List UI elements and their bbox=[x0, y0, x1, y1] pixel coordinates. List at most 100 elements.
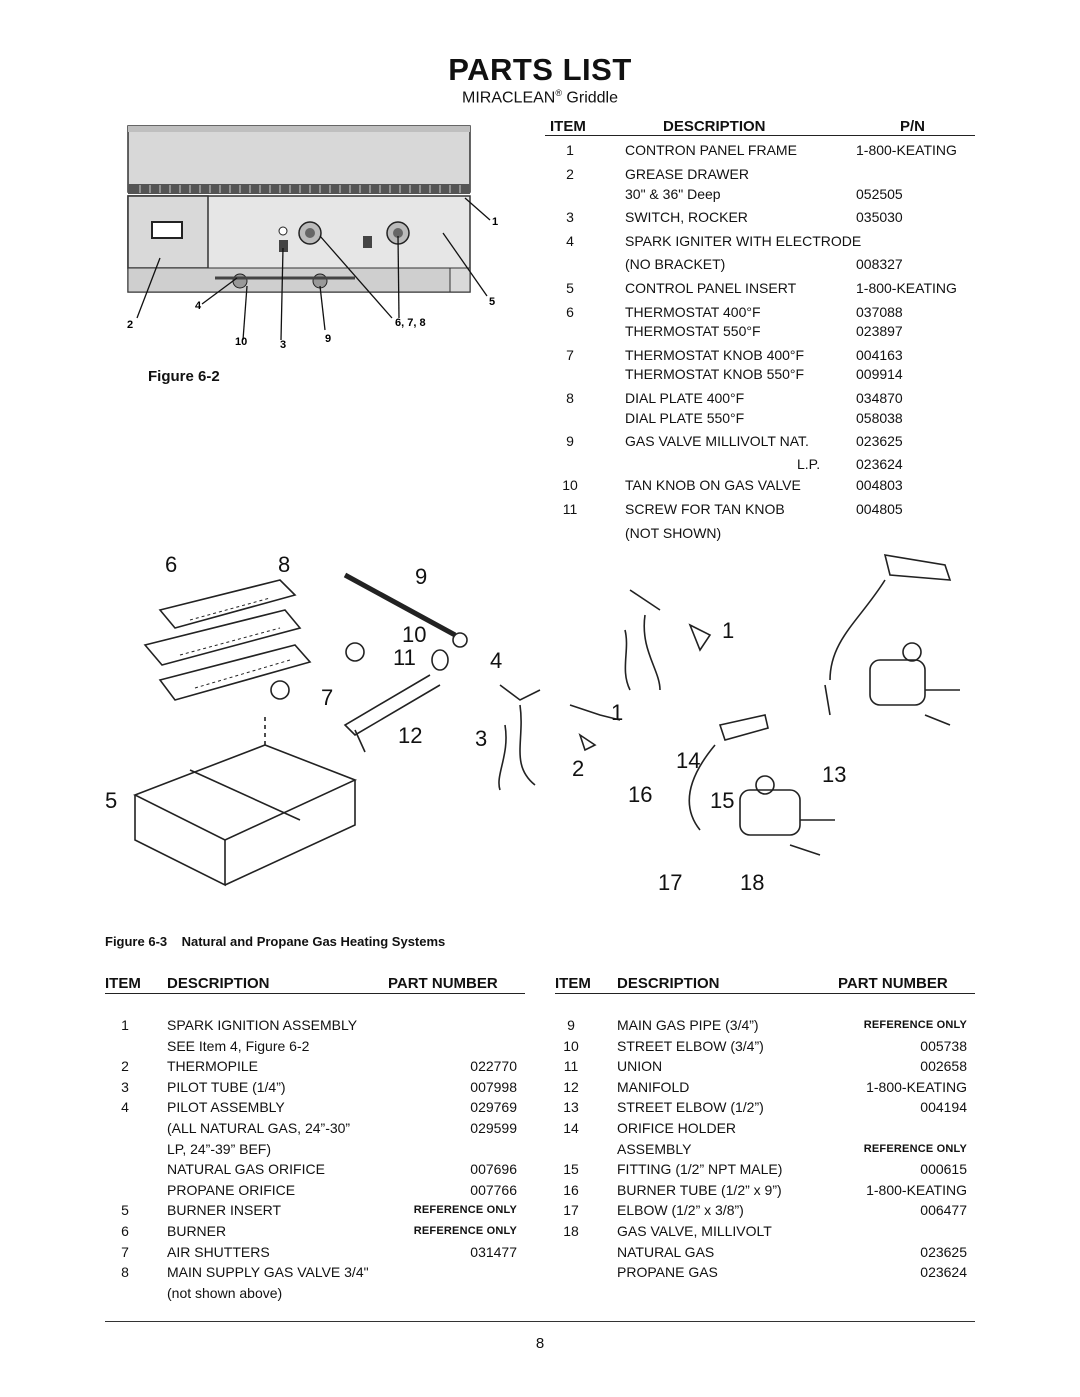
item-number: 2 bbox=[566, 166, 574, 182]
item-number: 7 bbox=[566, 347, 574, 363]
part-number: 037088 bbox=[856, 304, 903, 320]
part-number: 009914 bbox=[856, 366, 903, 382]
part-number: 035030 bbox=[856, 209, 903, 225]
page-title: PARTS LIST bbox=[448, 52, 632, 87]
figure-6-3-caption: Figure 6-3 Natural and Propane Gas Heati… bbox=[105, 934, 445, 949]
item-description: TAN KNOB ON GAS VALVE bbox=[625, 477, 801, 493]
item-description: GAS VALVE MILLIVOLT NAT. bbox=[625, 433, 809, 449]
item-number: 15 bbox=[563, 1161, 579, 1178]
item-description: MAIN SUPPLY GAS VALVE 3/4" bbox=[167, 1264, 369, 1281]
right-table-header-description: DESCRIPTION bbox=[617, 975, 720, 992]
part-number: 023625 bbox=[920, 1243, 967, 1260]
item-description: CONTROL PANEL INSERT bbox=[625, 280, 797, 296]
item-number: 11 bbox=[562, 501, 578, 517]
figure-6-3-label: Figure 6-3 bbox=[105, 934, 168, 949]
item-number: 13 bbox=[563, 1099, 579, 1116]
footer-rule bbox=[105, 1321, 975, 1322]
item-number: 3 bbox=[566, 209, 574, 225]
fig2-callout-4: 4 bbox=[195, 300, 202, 312]
item-description: SEE Item 4, Figure 6-2 bbox=[167, 1037, 310, 1054]
part-number: 006477 bbox=[920, 1202, 967, 1219]
part-number: 1-800-KEATING bbox=[856, 142, 957, 158]
part-number: 023624 bbox=[856, 456, 903, 472]
item-number: 7 bbox=[121, 1243, 129, 1260]
fig2-callout-1: 1 bbox=[492, 216, 498, 228]
table-row: 3 SWITCH, ROCKER 035030 bbox=[0, 209, 1080, 227]
item-description: (NOT SHOWN) bbox=[625, 525, 722, 541]
item-number: 5 bbox=[566, 280, 574, 296]
fig3-callout-10: 10 bbox=[402, 622, 426, 647]
fig3-callout-16: 16 bbox=[628, 782, 652, 807]
fig2-callout-2: 2 bbox=[127, 319, 133, 331]
part-number: 008327 bbox=[856, 256, 903, 272]
item-description: THERMOSTAT KNOB 550°F bbox=[625, 366, 805, 382]
reference-only-label: REFERENCE ONLY bbox=[413, 1204, 517, 1217]
item-description: (not shown above) bbox=[167, 1284, 283, 1301]
fig2-callout-5: 5 bbox=[489, 296, 495, 308]
table-row: 9 MAIN GAS PIPE (3/4”) REFERENCE ONLY bbox=[0, 1017, 1080, 1035]
item-description: BURNER TUBE (1/2” x 9”) bbox=[617, 1181, 782, 1198]
item-number: 9 bbox=[566, 433, 574, 449]
table-row: SEE Item 4, Figure 6-2 bbox=[0, 1038, 1080, 1056]
part-number: 031477 bbox=[470, 1243, 517, 1260]
item-description: NATURAL GAS bbox=[617, 1243, 715, 1260]
table-row: (not shown above) bbox=[0, 1285, 1080, 1303]
item-description: LP, 24”-39” BEF) bbox=[167, 1140, 272, 1157]
part-number: 004803 bbox=[856, 477, 903, 493]
registered-mark: ® bbox=[555, 88, 562, 98]
item-number: 3 bbox=[121, 1078, 129, 1095]
item-number: 16 bbox=[563, 1181, 579, 1198]
fig3-callout-5: 5 bbox=[105, 788, 117, 813]
top-table-header-description: DESCRIPTION bbox=[663, 118, 766, 135]
fig3-callout-18: 18 bbox=[740, 870, 764, 895]
part-number: 023624 bbox=[920, 1264, 967, 1281]
item-number: 6 bbox=[121, 1223, 129, 1239]
part-number: 058038 bbox=[856, 410, 903, 426]
fig3-callout-12: 12 bbox=[398, 723, 422, 748]
part-number: 1-800-KEATING bbox=[866, 1181, 967, 1198]
item-number: 8 bbox=[566, 390, 574, 406]
item-description: MAIN GAS PIPE (3/4”) bbox=[617, 1017, 759, 1033]
item-description: PILOT TUBE (1/4”) bbox=[167, 1078, 286, 1095]
item-description: FITTING (1/2” NPT MALE) bbox=[617, 1161, 783, 1178]
item-description: STREET ELBOW (1/2”) bbox=[617, 1099, 764, 1116]
item-description: SCREW FOR TAN KNOB bbox=[625, 501, 785, 517]
item-description: ASSEMBLY bbox=[617, 1140, 692, 1157]
figure-6-3-title: Natural and Propane Gas Heating Systems bbox=[181, 934, 446, 949]
item-number: 9 bbox=[567, 1017, 575, 1033]
item-description: (ALL NATURAL GAS, 24”-30” bbox=[167, 1120, 351, 1136]
item-description: BURNER INSERT bbox=[167, 1202, 282, 1219]
fig2-callout-3: 3 bbox=[280, 339, 286, 351]
item-description: SWITCH, ROCKER bbox=[625, 209, 748, 225]
table-row: LP, 24”-39” BEF) bbox=[0, 1141, 1080, 1159]
reference-only-label: REFERENCE ONLY bbox=[413, 1225, 517, 1237]
item-description: GAS VALVE, MILLIVOLT bbox=[617, 1223, 772, 1239]
reference-only-label: REFERENCE ONLY bbox=[863, 1019, 967, 1031]
item-number: 1 bbox=[121, 1017, 129, 1033]
fig3-callout-7: 7 bbox=[321, 685, 333, 710]
item-number: 17 bbox=[563, 1202, 579, 1219]
fig3-callout-4: 4 bbox=[490, 648, 502, 673]
top-table-header-item: ITEM bbox=[550, 118, 586, 135]
fig3-callout-8: 8 bbox=[278, 552, 290, 577]
page-subtitle: MIRACLEAN® Griddle bbox=[0, 88, 1080, 107]
part-number: 022770 bbox=[470, 1058, 517, 1075]
item-description: 30" & 36" Deep bbox=[625, 186, 721, 202]
fig2-callout-9: 9 bbox=[325, 333, 331, 345]
item-description: ELBOW (1/2” x 3/8”) bbox=[617, 1202, 744, 1219]
part-number: 002658 bbox=[920, 1058, 967, 1075]
table-row: NATURAL GAS 023625 bbox=[0, 1244, 1080, 1262]
